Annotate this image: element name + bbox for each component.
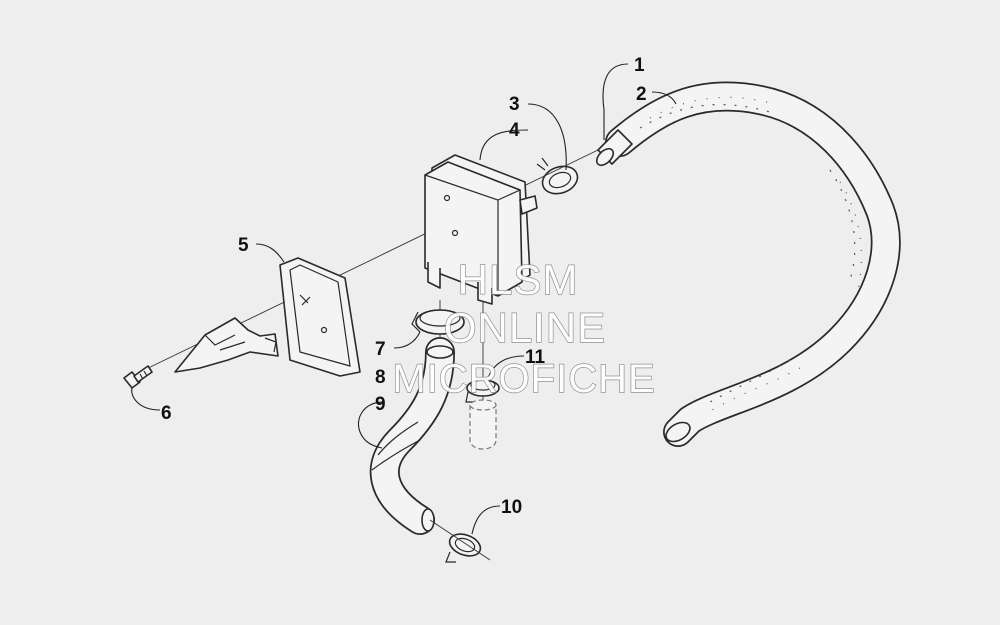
- part-3-clamp[interactable]: [536, 157, 581, 198]
- part-11-clamp[interactable]: [465, 379, 500, 403]
- part-6-bolt[interactable]: [123, 365, 153, 389]
- part-1-fitting[interactable]: [594, 129, 633, 168]
- part-2-hose[interactable]: [605, 81, 901, 447]
- callout-8: 8: [375, 367, 386, 388]
- callout-1: 1: [634, 55, 645, 76]
- part-5-gasket[interactable]: [279, 257, 361, 377]
- watermark-line-1: HLSM: [458, 256, 579, 303]
- callout-7: 7: [375, 339, 386, 360]
- part-10-clamp[interactable]: [429, 519, 491, 563]
- callout-6: 6: [161, 403, 172, 424]
- part-8-9-hose[interactable]: [369, 337, 455, 535]
- callout-4: 4: [509, 120, 520, 141]
- callout-9: 9: [375, 394, 386, 415]
- mounting-bracket: [174, 317, 279, 373]
- watermark: HLSM ONLINE MICROFICHE: [392, 255, 656, 401]
- watermark-line-2: ONLINE: [444, 304, 606, 351]
- watermark-line-3: MICROFICHE: [392, 357, 655, 401]
- callout-5: 5: [238, 235, 249, 256]
- part-4-valve-body[interactable]: [424, 154, 538, 305]
- callout-10: 10: [501, 497, 522, 518]
- callout-3: 3: [509, 94, 520, 115]
- callout-11: 11: [525, 347, 546, 368]
- short-hose: [469, 399, 497, 450]
- callout-2: 2: [636, 84, 647, 105]
- leader-lines: [131, 63, 677, 535]
- part-7-clamp[interactable]: [411, 309, 465, 335]
- assembly-line-clamp-10: [429, 519, 491, 561]
